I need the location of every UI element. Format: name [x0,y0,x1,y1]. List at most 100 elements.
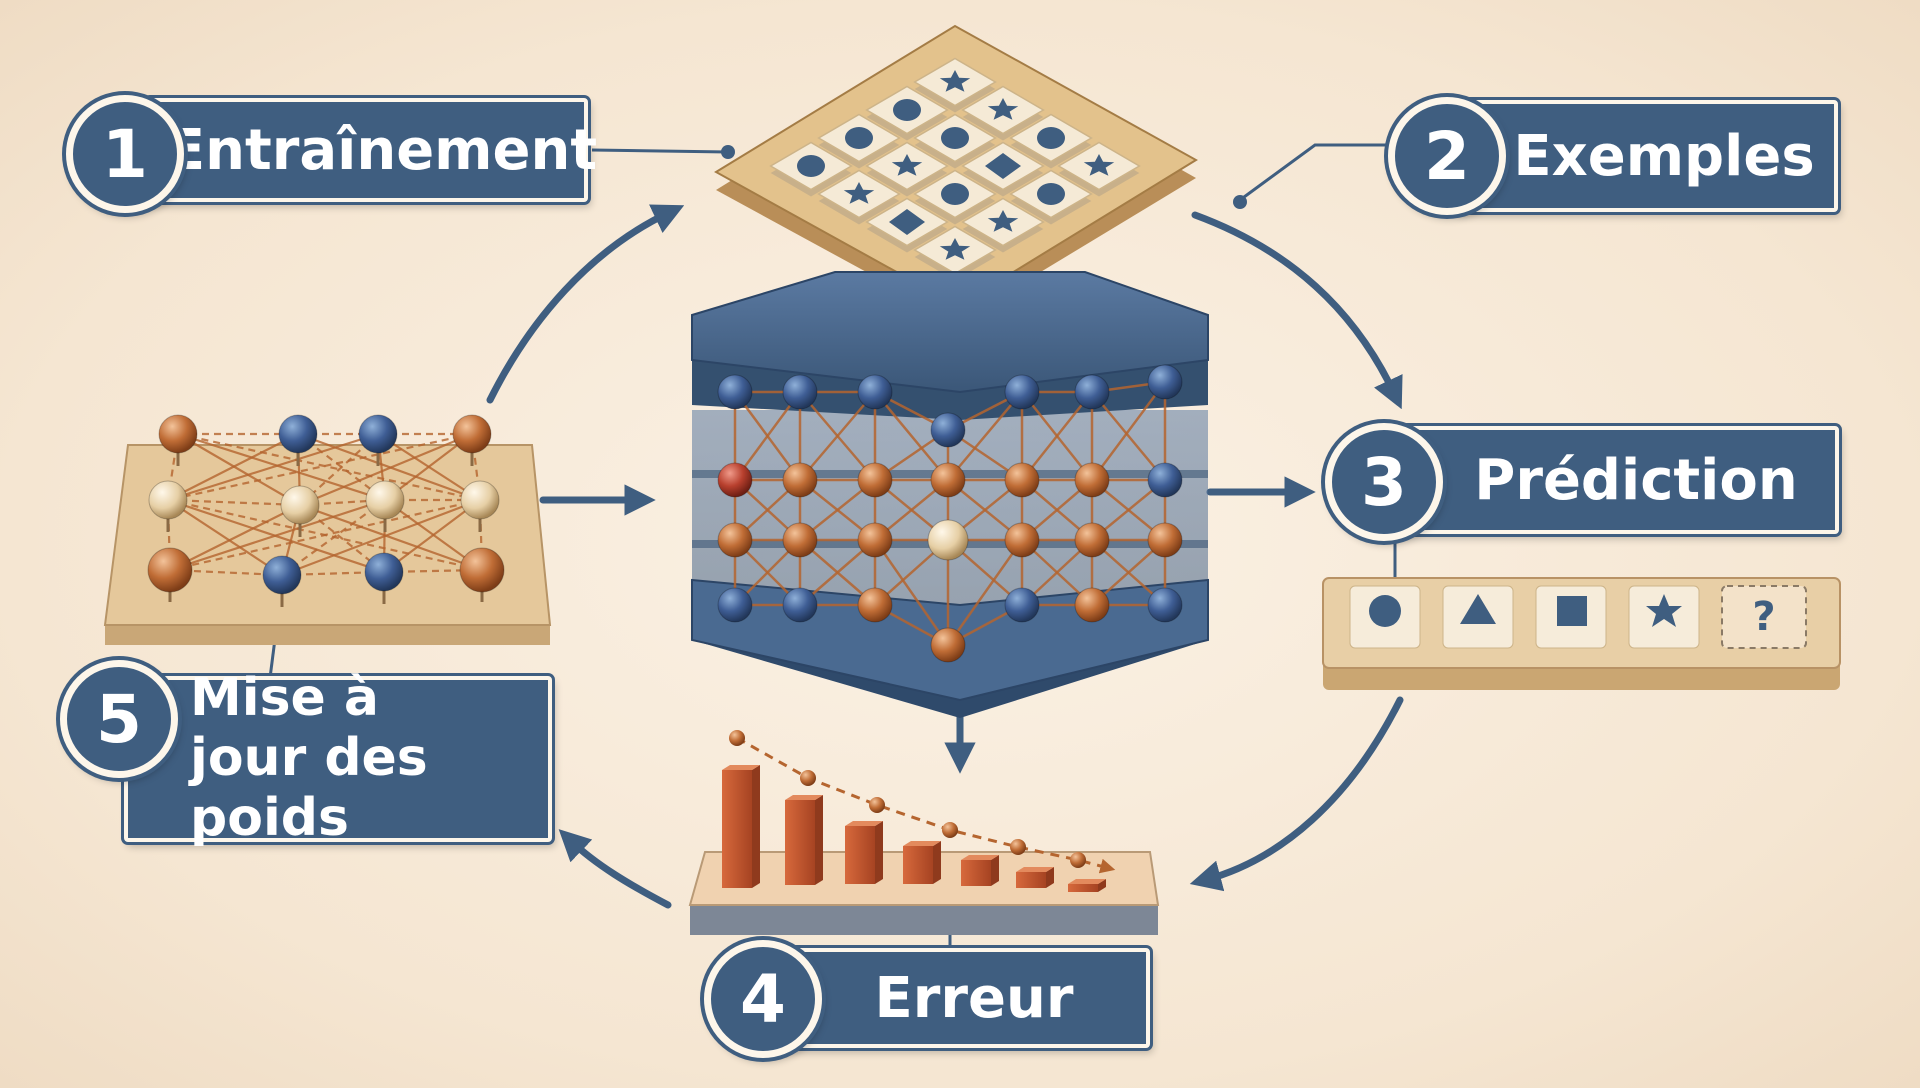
step-5-badge: 5 [60,660,178,778]
error-bar-side [815,795,823,885]
error-bar-side [752,765,760,888]
step-3-number: 3 [1361,443,1407,521]
error-bar-top [1016,867,1054,872]
network-node [1004,462,1040,498]
prediction-tray: ? [1322,577,1841,690]
network-link [874,391,949,481]
weight-node [452,414,492,454]
error-bar [961,860,991,886]
step-1-number: 1 [102,115,148,193]
network-node [782,462,818,498]
arrow-network-to-training [486,204,685,404]
circle-symbol [1037,183,1065,205]
error-bar-side [991,855,999,886]
step-2-label: Exemples [1513,123,1815,189]
error-bar-side [1098,879,1106,892]
step-2-label-box: Exemples [1454,100,1838,212]
error-bar-side [1046,867,1054,888]
network-node [717,374,753,410]
step-4-badge: 4 [704,940,822,1058]
star-symbol [891,154,923,176]
arrow-prediction-to-error [1189,696,1404,892]
network-node [857,462,893,498]
weight-link [167,499,283,576]
network-node [1074,587,1110,623]
weight-node [280,485,320,525]
star-symbol [939,238,971,260]
unknown-symbol: ? [1752,594,1775,640]
network-link [799,391,876,481]
circle-symbol [797,155,825,177]
step-5-label-box: Mise à jour des poids [124,668,552,848]
network-link [946,539,1024,646]
weight-node [460,480,500,520]
weight-link [177,432,386,502]
circle-symbol [1037,127,1065,149]
network-node [1004,522,1040,558]
error-bar-top [845,821,883,826]
tray-tile-square [1535,585,1607,649]
weight-link [299,432,473,507]
error-bar [785,800,815,885]
weight-link [167,432,379,502]
circle-symbol [893,99,921,121]
network-node [1147,522,1183,558]
error-bar-top [961,855,999,860]
step-4-number: 4 [740,960,786,1038]
square-symbol [889,209,925,235]
error-bars [722,765,1106,892]
step-3-badge: 3 [1325,423,1443,541]
star-symbol [843,182,875,204]
arrow-examples-to-prediction [1191,211,1403,410]
network-node [717,522,753,558]
network-node [717,587,753,623]
arrow-error-to-update [558,829,672,909]
error-bar [845,826,875,884]
cycle-arrows [486,204,1404,909]
error-bar-top [1068,879,1106,884]
step-4-label-box: Erreur [778,948,1150,1048]
star-symbol [1083,154,1115,176]
weight-link [169,504,301,571]
weight-node [148,480,188,520]
error-chart-base [688,730,1160,935]
weight-node [459,547,505,593]
network-node [930,627,966,663]
network-node [1004,587,1040,623]
error-bar-top [722,765,760,770]
step-4-label: Erreur [874,965,1074,1031]
neural-network-block [691,271,1209,718]
error-bar [1068,884,1098,892]
tray-tile-unknown [1721,585,1807,649]
symbol-card-grid [769,57,1141,281]
tray-tile-circle [1349,585,1421,649]
weight-link [177,432,481,502]
weight-link [299,503,483,572]
weight-link [297,432,481,502]
circle-symbol [845,127,873,149]
error-bar [1016,872,1046,888]
network-node [1074,522,1110,558]
weight-node [278,414,318,454]
network-node [1074,462,1110,498]
network-node [1074,374,1110,410]
square-symbol [985,153,1021,179]
error-trend-dots [729,730,1086,868]
error-trend-dot [869,797,885,813]
step-5-label: Mise à jour des poids [190,668,428,848]
weight-node [158,414,198,454]
step-1-label: Entraînement [166,117,598,183]
tray-tile-star [1628,585,1700,649]
network-link [1090,381,1167,481]
network-node [857,522,893,558]
network-link [1021,391,1093,481]
network-node [1147,587,1183,623]
network-node [1147,462,1183,498]
network-node [782,522,818,558]
network-node [1147,364,1183,400]
network-node [782,587,818,623]
weight-link [167,498,301,507]
star-symbol [939,70,971,92]
network-nodes [717,364,1183,663]
